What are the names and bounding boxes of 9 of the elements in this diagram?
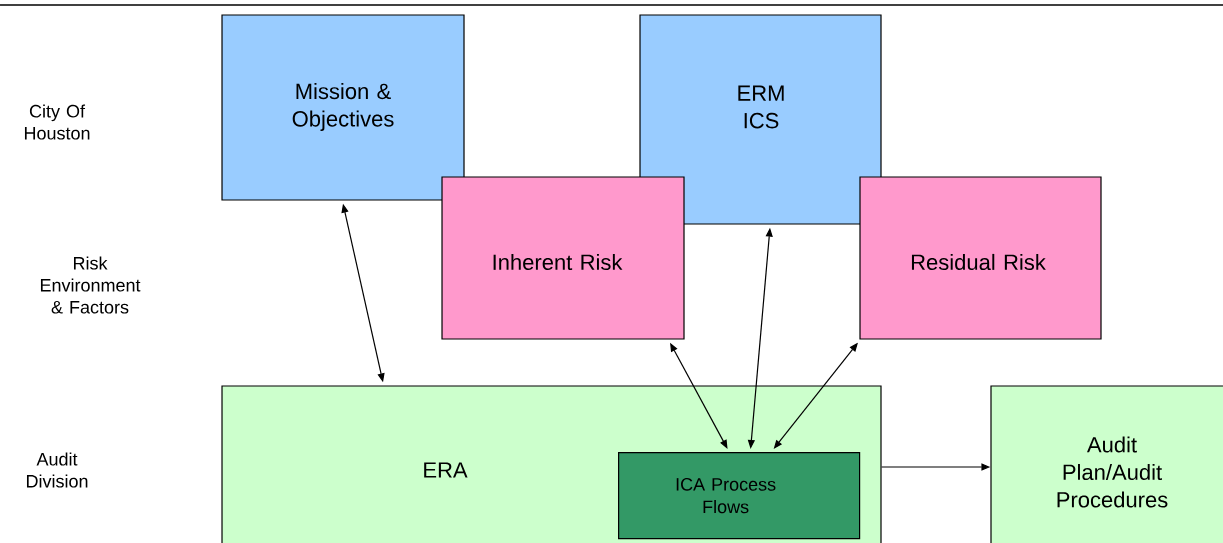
process-box: ERM ICS xyxy=(639,14,882,225)
risk-box: Residual Risk xyxy=(859,176,1102,340)
process-box: Audit Plan/Audit Procedures xyxy=(990,385,1223,543)
row-label: City Of Houston xyxy=(24,104,90,140)
process-box: ICA Process Flows xyxy=(618,452,861,540)
process-box: Mission & Objectives xyxy=(221,14,465,201)
risk-box: Inherent Risk xyxy=(441,176,685,340)
row-label: Audit Division xyxy=(27,452,88,488)
row-label: Risk Environment & Factors xyxy=(40,256,141,314)
